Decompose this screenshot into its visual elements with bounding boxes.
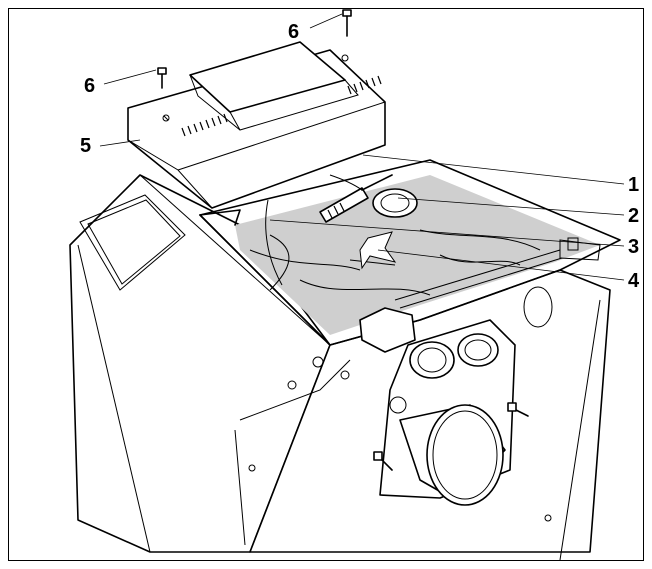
callout-3: 3 (628, 236, 639, 258)
callout-5: 5 (80, 135, 91, 157)
lid-screw-left (157, 67, 167, 89)
ignition-lead (319, 174, 393, 223)
burner-seal (359, 231, 397, 270)
callout-4: 4 (628, 270, 640, 292)
flue-pipe (379, 319, 516, 506)
cable-grommet (372, 188, 418, 218)
control-box (127, 41, 386, 209)
callout-6-left: 6 (84, 75, 95, 97)
callout-2: 2 (628, 205, 639, 227)
callout-6-top: 6 (288, 21, 299, 43)
callout-1: 1 (628, 174, 639, 196)
leader-lines (99, 13, 625, 281)
front-bracket (359, 307, 416, 353)
figure-frame (8, 8, 644, 561)
front-screw-left (373, 451, 393, 471)
front-screw-right (507, 402, 529, 417)
lid-screw-right (342, 9, 352, 37)
